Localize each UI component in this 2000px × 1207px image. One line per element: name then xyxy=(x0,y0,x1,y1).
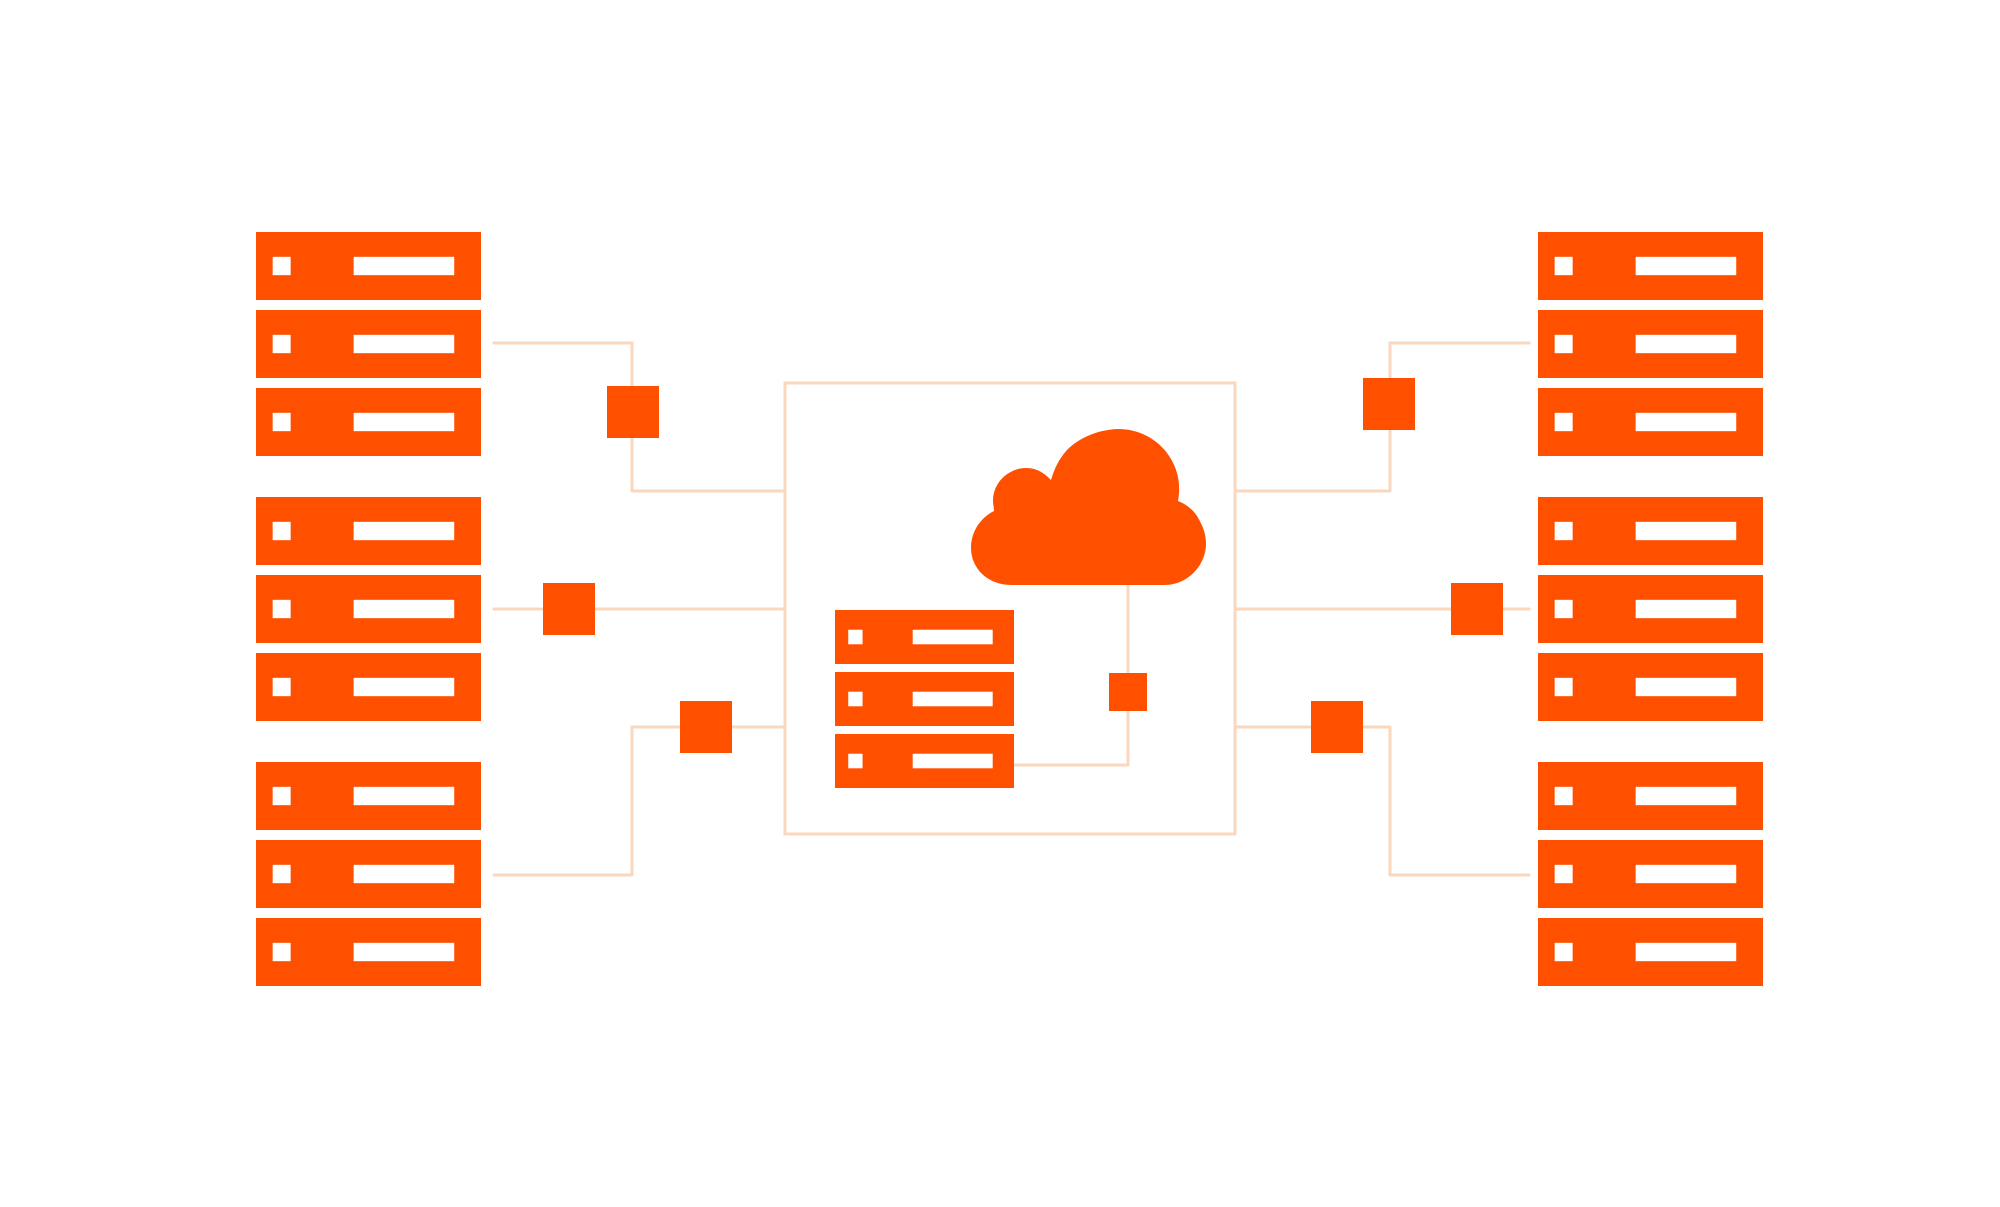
server-rack-icon xyxy=(256,388,481,456)
server-led xyxy=(272,864,291,884)
server-rack-icon xyxy=(256,497,481,565)
network-node-icon xyxy=(680,701,732,753)
server-drive-slot xyxy=(353,786,455,806)
connector-line-6 xyxy=(1233,725,1531,877)
server-drive-slot xyxy=(353,521,455,541)
server-drive-slot xyxy=(1635,412,1737,432)
right-server-stack-2 xyxy=(1538,497,1763,721)
server-led xyxy=(848,691,863,707)
server-rack-icon xyxy=(1538,232,1763,300)
server-drive-slot xyxy=(1635,256,1737,276)
hub-server-stack xyxy=(835,610,1014,788)
central-hub xyxy=(783,381,1237,836)
server-drive-slot xyxy=(1635,334,1737,354)
server-drive-slot xyxy=(1635,942,1737,962)
server-drive-slot xyxy=(912,691,993,707)
left-server-stack-1 xyxy=(256,232,481,456)
server-led xyxy=(1554,521,1573,541)
server-rack-icon xyxy=(835,734,1014,788)
server-drive-slot xyxy=(1635,677,1737,697)
server-led xyxy=(1554,677,1573,697)
server-rack-icon xyxy=(256,653,481,721)
server-led xyxy=(848,753,863,769)
server-rack-icon xyxy=(1538,762,1763,830)
hub-frame xyxy=(783,381,1237,836)
server-led xyxy=(272,334,291,354)
left-server-stack-2 xyxy=(256,497,481,721)
server-drive-slot xyxy=(1635,786,1737,806)
server-led xyxy=(848,629,863,645)
server-drive-slot xyxy=(353,412,455,432)
server-rack-icon xyxy=(1538,840,1763,908)
server-rack-icon xyxy=(256,310,481,378)
server-led xyxy=(272,412,291,432)
server-rack-icon xyxy=(256,232,481,300)
server-led xyxy=(1554,256,1573,276)
network-node-icon xyxy=(607,386,659,438)
server-drive-slot xyxy=(1635,599,1737,619)
server-led xyxy=(1554,786,1573,806)
connection-nodes xyxy=(543,378,1503,753)
server-drive-slot xyxy=(353,864,455,884)
left-server-stack-3 xyxy=(256,762,481,986)
network-node-icon xyxy=(1109,673,1147,711)
server-led xyxy=(1554,864,1573,884)
server-drive-slot xyxy=(1635,521,1737,541)
right-server-stack-1 xyxy=(1538,232,1763,456)
server-led xyxy=(1554,334,1573,354)
server-drive-slot xyxy=(353,942,455,962)
server-rack-icon xyxy=(256,575,481,643)
server-stacks xyxy=(256,232,1763,986)
network-node-icon xyxy=(1363,378,1415,430)
server-rack-icon xyxy=(1538,388,1763,456)
server-led xyxy=(272,786,291,806)
server-drive-slot xyxy=(353,599,455,619)
server-led xyxy=(272,599,291,619)
server-rack-icon xyxy=(1538,918,1763,986)
server-drive-slot xyxy=(1635,864,1737,884)
cloud-icon xyxy=(971,429,1206,585)
server-led xyxy=(272,256,291,276)
server-rack-icon xyxy=(835,610,1014,664)
server-led xyxy=(1554,942,1573,962)
server-drive-slot xyxy=(912,629,993,645)
server-led xyxy=(272,677,291,697)
server-rack-icon xyxy=(835,672,1014,726)
server-led xyxy=(272,942,291,962)
network-node-icon xyxy=(543,583,595,635)
server-led xyxy=(1554,599,1573,619)
server-rack-icon xyxy=(1538,575,1763,643)
server-rack-icon xyxy=(256,840,481,908)
connector-line-7 xyxy=(1012,583,1130,767)
network-node-icon xyxy=(1311,701,1363,753)
server-rack-icon xyxy=(1538,653,1763,721)
connector-line-3 xyxy=(492,725,787,877)
server-led xyxy=(1554,412,1573,432)
server-rack-icon xyxy=(256,762,481,830)
server-drive-slot xyxy=(912,753,993,769)
server-rack-icon xyxy=(1538,497,1763,565)
server-rack-icon xyxy=(1538,310,1763,378)
server-led xyxy=(272,521,291,541)
right-server-stack-3 xyxy=(1538,762,1763,986)
server-drive-slot xyxy=(353,334,455,354)
server-drive-slot xyxy=(353,256,455,276)
server-rack-icon xyxy=(256,918,481,986)
network-node-icon xyxy=(1451,583,1503,635)
server-drive-slot xyxy=(353,677,455,697)
